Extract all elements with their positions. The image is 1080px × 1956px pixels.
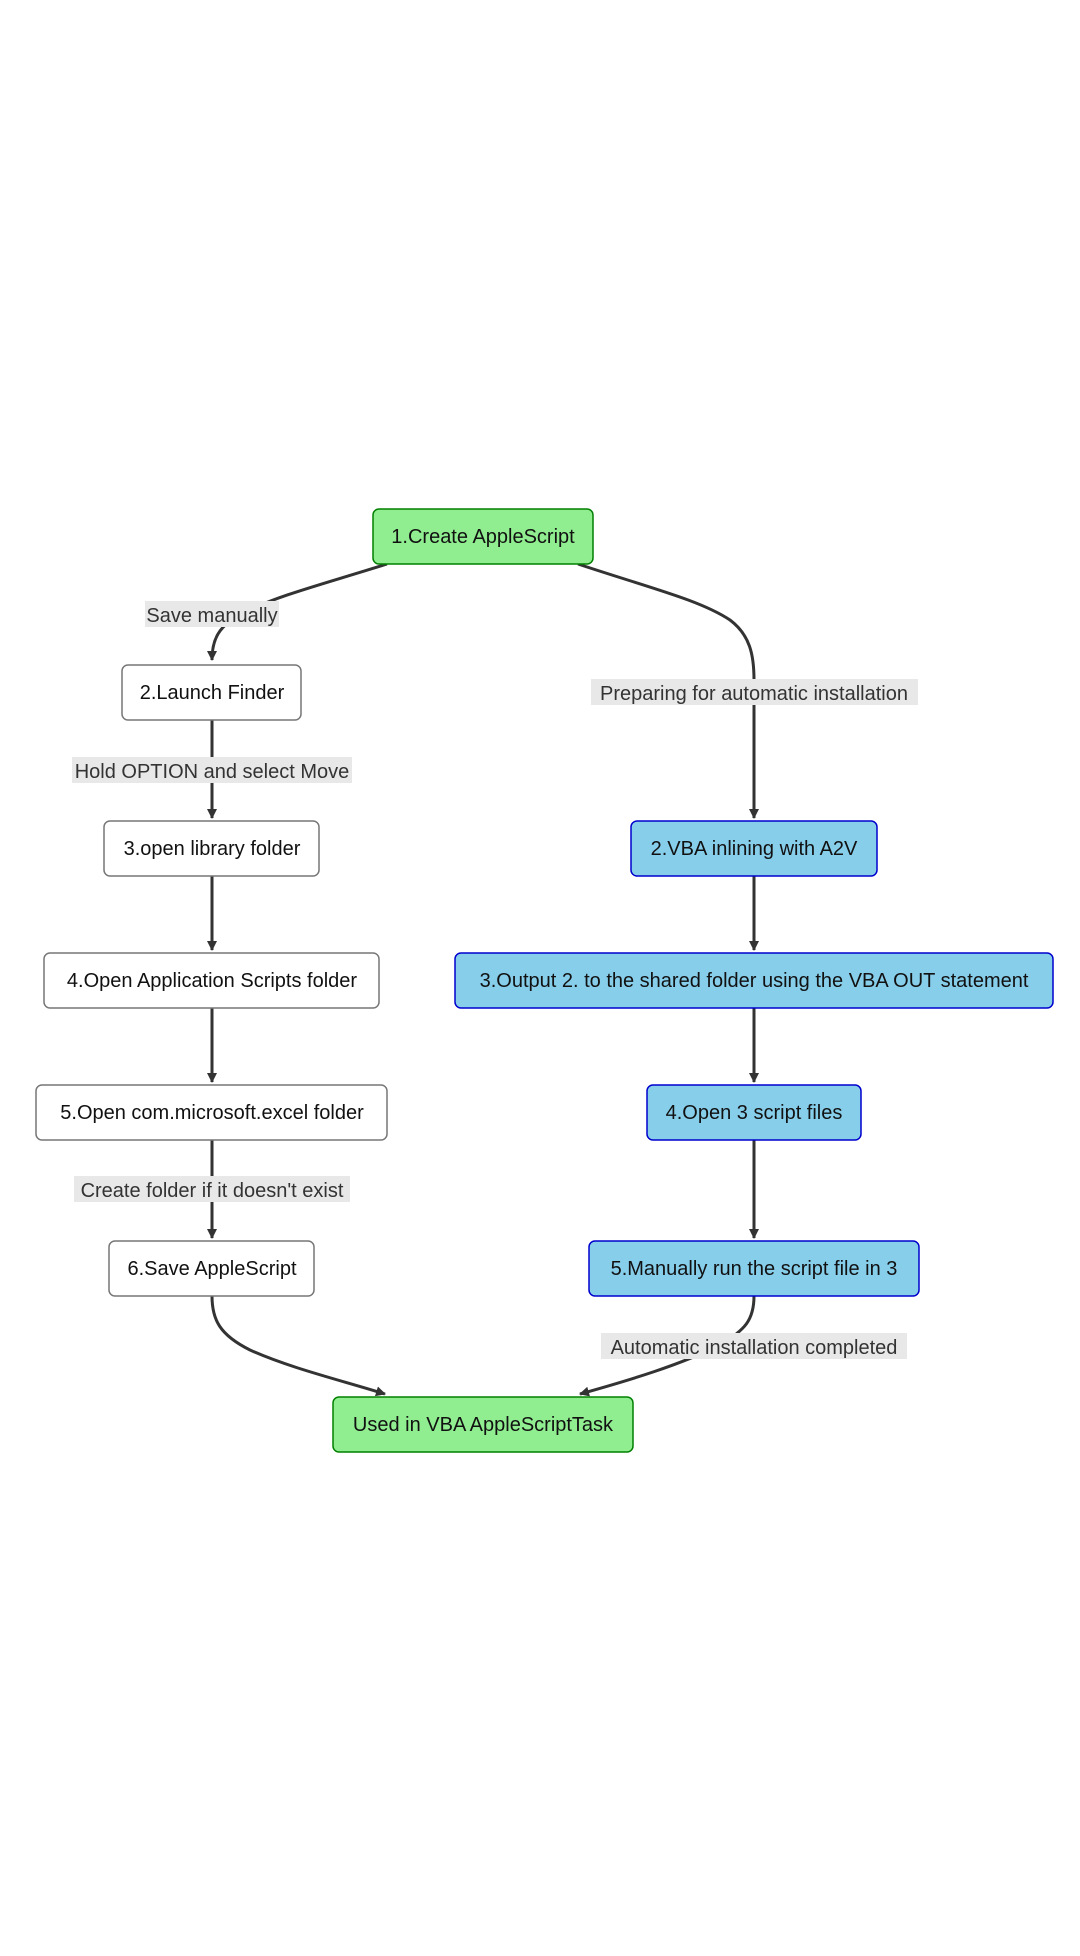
edge-label-preparing-auto: Preparing for automatic installation (591, 679, 918, 705)
edge-label-save-manually-text: Save manually (146, 605, 277, 627)
node-open-excel-folder: 5.Open com.microsoft.excel folder (35, 1084, 388, 1141)
node-run-script-file-label: 5.Manually run the script file in 3 (611, 1258, 898, 1280)
edge-label-create-folder: Create folder if it doesn't exist (74, 1176, 350, 1202)
node-output-shared-folder-label: 3.Output 2. to the shared folder using t… (480, 970, 1029, 992)
node-vba-inlining-label: 2.VBA inlining with A2V (651, 838, 858, 860)
node-open-app-scripts-folder-label: 4.Open Application Scripts folder (67, 970, 358, 992)
node-open-library-folder: 3.open library folder (103, 820, 320, 877)
node-create-applescript-label: 1.Create AppleScript (391, 526, 575, 548)
node-used-in-vba: Used in VBA AppleScriptTask (332, 1396, 634, 1453)
nodes: 1.Create AppleScript 2.Launch Finder 3.o… (35, 508, 1054, 1453)
node-open-script-files: 4.Open 3 script files (646, 1084, 862, 1141)
edge-label-hold-option: Hold OPTION and select Move (72, 757, 352, 783)
node-save-applescript: 6.Save AppleScript (108, 1240, 315, 1297)
node-output-shared-folder: 3.Output 2. to the shared folder using t… (454, 952, 1054, 1009)
node-open-app-scripts-folder: 4.Open Application Scripts folder (43, 952, 380, 1009)
node-vba-inlining: 2.VBA inlining with A2V (630, 820, 878, 877)
node-run-script-file: 5.Manually run the script file in 3 (588, 1240, 920, 1297)
node-open-library-folder-label: 3.open library folder (124, 838, 301, 860)
node-open-script-files-label: 4.Open 3 script files (666, 1102, 843, 1124)
edge-label-auto-completed-text: Automatic installation completed (611, 1337, 898, 1359)
edge-save-to-end (210, 1295, 386, 1397)
edge-label-hold-option-text: Hold OPTION and select Move (75, 761, 350, 783)
edge-start-to-vba-inlining (577, 562, 759, 819)
node-create-applescript: 1.Create AppleScript (372, 508, 594, 565)
edge-labels: Save manually Preparing for automatic in… (72, 601, 918, 1359)
node-launch-finder-label: 2.Launch Finder (140, 682, 285, 704)
edge-label-preparing-auto-text: Preparing for automatic installation (600, 683, 908, 705)
edge-label-create-folder-text: Create folder if it doesn't exist (81, 1180, 344, 1202)
node-open-excel-folder-label: 5.Open com.microsoft.excel folder (60, 1102, 364, 1124)
node-used-in-vba-label: Used in VBA AppleScriptTask (353, 1414, 614, 1436)
node-save-applescript-label: 6.Save AppleScript (128, 1258, 297, 1280)
node-launch-finder: 2.Launch Finder (121, 664, 302, 721)
edge-label-save-manually: Save manually (145, 601, 279, 627)
edge-label-auto-completed: Automatic installation completed (601, 1333, 907, 1359)
